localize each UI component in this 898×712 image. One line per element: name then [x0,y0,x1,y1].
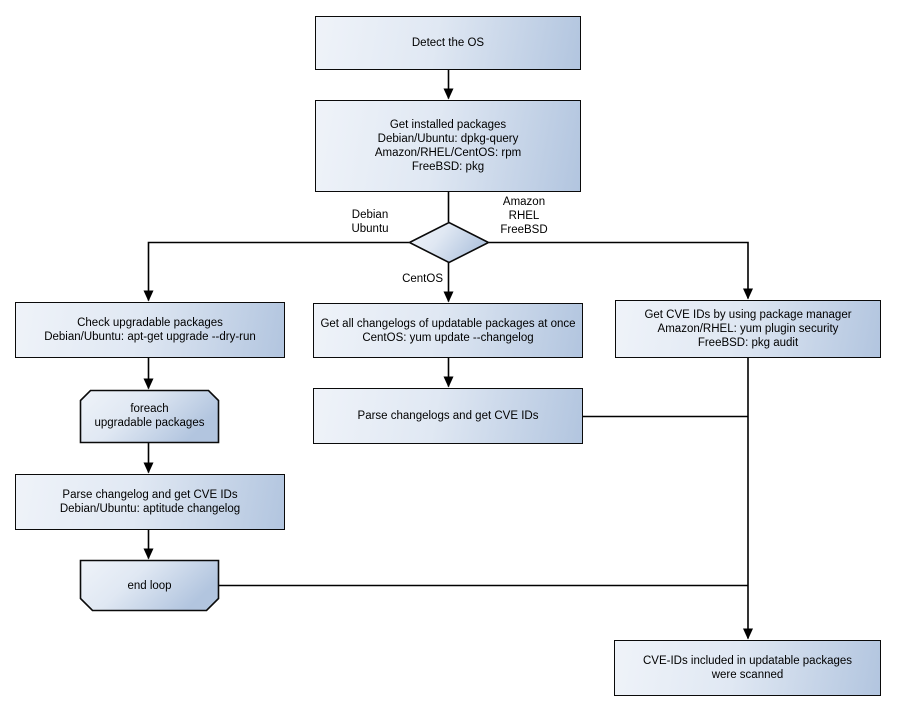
branch-label-amazon-rhel-freebsd: Amazon RHEL FreeBSD [492,195,556,237]
node-text-line: CVE-IDs included in updatable packages [642,655,853,667]
node-text-line: Get CVE IDs by using package manager [644,309,852,321]
node-get-cve-ids-pkg-manager: Get CVE IDs by using package manager Ama… [615,300,881,358]
node-text-line: foreach [130,403,169,415]
decision-diamond [407,221,491,264]
edge-decision-to-check-upgradable [143,241,409,302]
node-text-line: Debian/Ubuntu: apt-get upgrade --dry-run [44,331,256,343]
node-text-line: Parse changelog and get CVE IDs [62,489,238,501]
foreach-loop-shape [79,389,220,444]
node-parse-changelogs-centos: Parse changelogs and get CVE IDs [313,388,583,444]
node-text-line: Debian/Ubuntu: dpkg-query [377,133,519,145]
edge-decision-to-get-cve-ids [489,241,753,300]
node-get-all-changelogs: Get all changelogs of updatable packages… [313,303,583,358]
node-text-line: CentOS: yum update --changelog [362,331,534,344]
node-text-line: Parse changelogs and get CVE IDs [357,410,539,422]
node-detect-os-label: Detect the OS [411,37,485,49]
branch-label-centos: CentOS [402,273,443,285]
node-text-line: Debian/Ubuntu: aptitude changelog [59,503,241,515]
node-text-line: upgradable packages [94,417,205,429]
node-text-line: Amazon/RHEL: yum plugin security [657,323,839,335]
branch-label-line: FreeBSD [500,224,548,236]
branch-label-line: Amazon [502,196,546,208]
node-end-loop: end loop [82,561,217,610]
node-scan-result: CVE-IDs included in updatable packages w… [614,640,881,696]
node-text-line: Get installed packages [389,119,507,131]
end-loop-shape [79,559,220,612]
node-detect-os: Detect the OS [315,16,581,70]
branch-label-line: Debian [351,209,389,221]
node-text-line: were scanned [711,669,784,681]
node-text-line: end loop [127,579,172,592]
node-text-line: Get all changelogs of updatable packages… [320,317,576,330]
node-text-line: FreeBSD: pkg audit [697,337,799,349]
branch-label-debian-ubuntu: Debian Ubuntu [338,208,402,236]
node-check-upgradable-packages: Check upgradable packages Debian/Ubuntu:… [15,302,285,358]
branch-label-line: Ubuntu [351,223,389,235]
node-text-line: Amazon/RHEL/CentOS: rpm [374,147,522,159]
node-foreach-loop: foreach upgradable packages [82,391,217,441]
node-parse-changelog-debian: Parse changelog and get CVE IDs Debian/U… [15,474,285,530]
node-text-line: Check upgradable packages [77,317,223,329]
node-text-line: FreeBSD: pkg [411,161,485,173]
node-get-installed-packages: Get installed packages Debian/Ubuntu: dp… [315,100,581,192]
branch-label-line: RHEL [508,210,540,222]
